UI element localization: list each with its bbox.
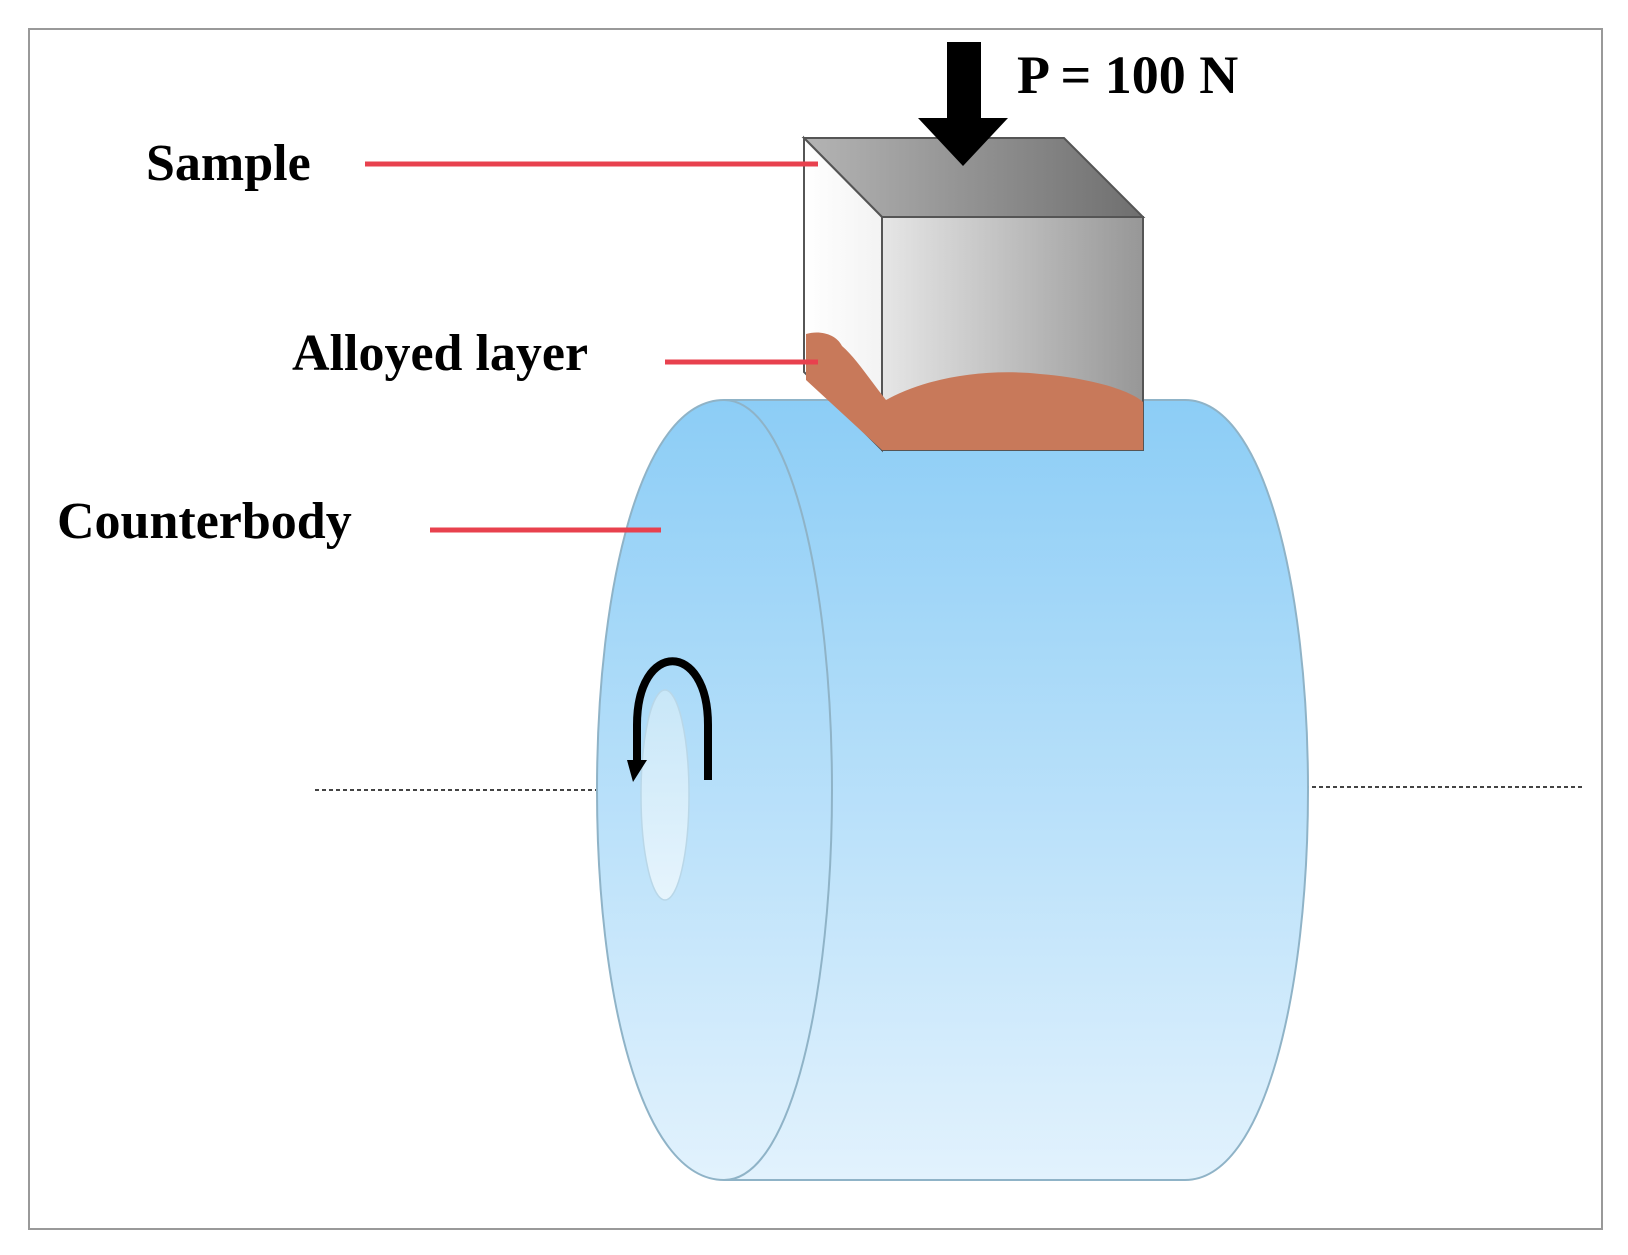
load-label: P = 100 N bbox=[1017, 45, 1238, 105]
rotation-arrow-icon bbox=[627, 657, 712, 782]
alloyed-layer-label: Alloyed layer bbox=[292, 325, 588, 382]
sample-cube bbox=[801, 135, 1146, 453]
counterbody-cylinder bbox=[595, 399, 1310, 1181]
counterbody-label: Counterbody bbox=[57, 493, 352, 550]
cylinder-shaft-hole bbox=[640, 689, 690, 901]
down-arrow-icon bbox=[918, 42, 1008, 166]
cylinder-end-face-edge bbox=[723, 399, 834, 1181]
sample-label: Sample bbox=[146, 135, 311, 192]
cylinder-body bbox=[595, 399, 1310, 1181]
alloyed-layer-region bbox=[806, 332, 1143, 450]
